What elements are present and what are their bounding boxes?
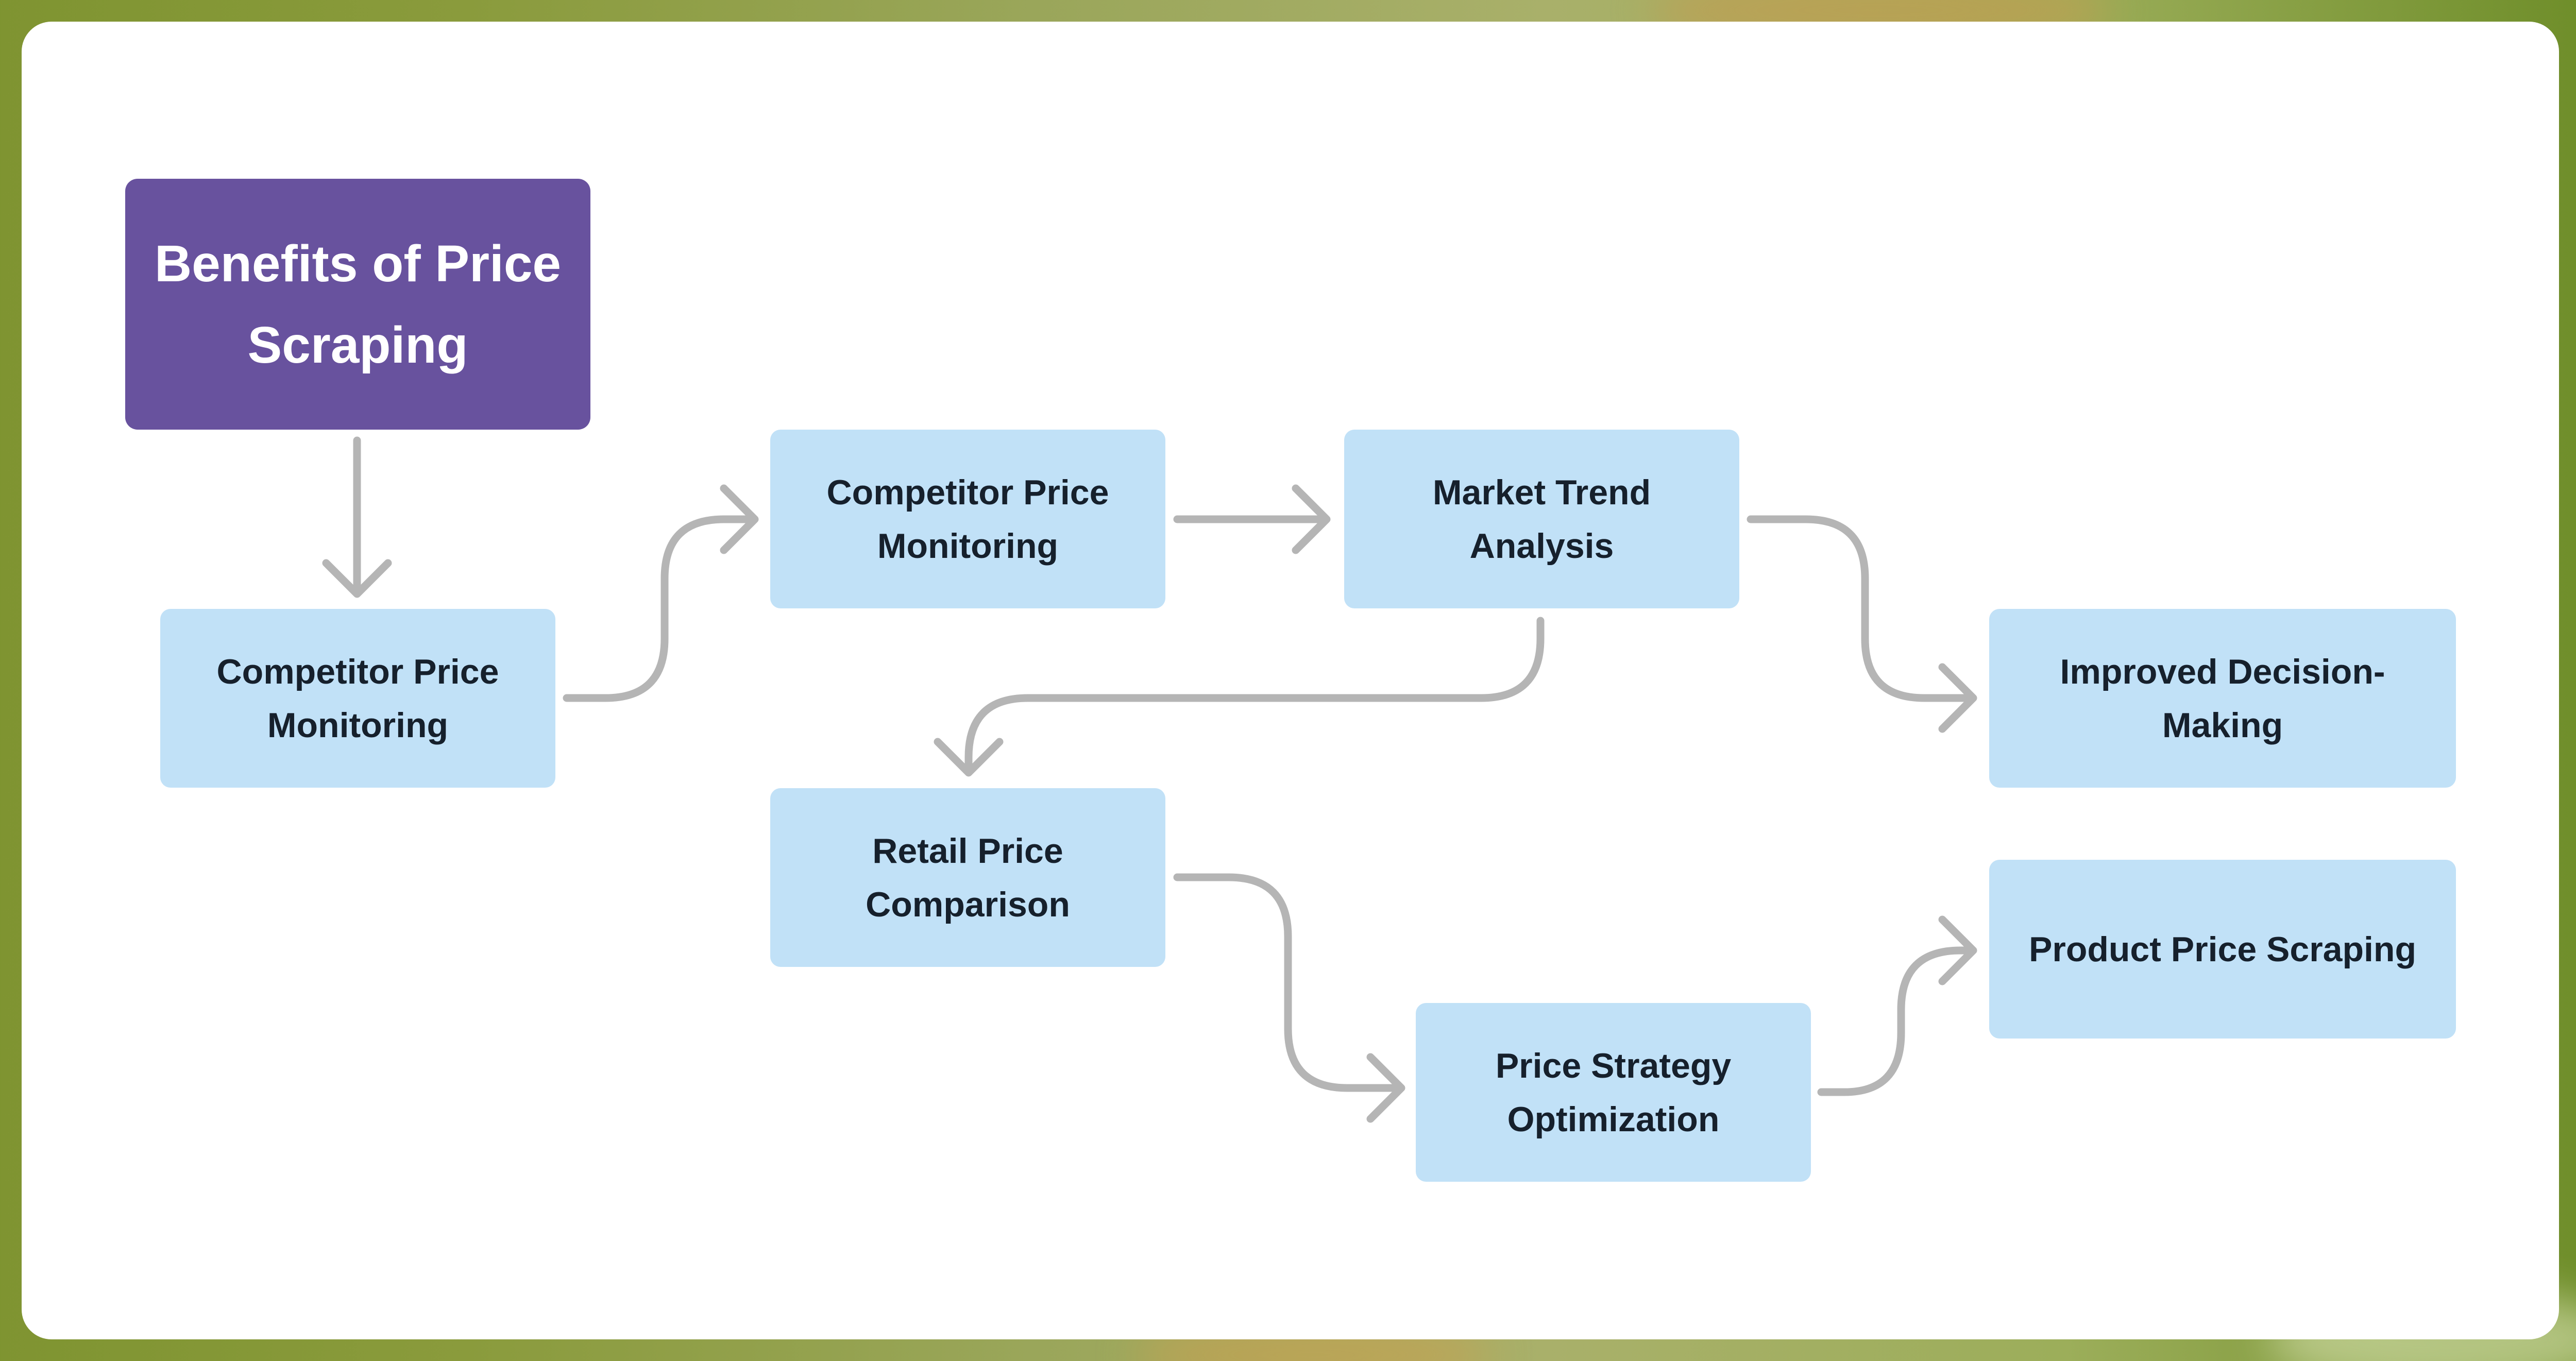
arrowhead-right bbox=[1292, 484, 1331, 554]
arrowhead-down bbox=[322, 559, 392, 598]
connector-retail-to-strategy bbox=[1173, 873, 1403, 1092]
connector-market-trend-to-retail bbox=[964, 617, 1545, 774]
node-product-price-scraping: Product Price Scraping bbox=[1989, 860, 2456, 1039]
node-label: Price Strategy Optimization bbox=[1495, 1046, 1732, 1139]
connector-strategy-to-product-scraping bbox=[1817, 946, 1975, 1096]
diagram-title: Benefits of Price Scraping bbox=[154, 234, 562, 374]
node-market-trend-analysis: Market Trend Analysis bbox=[1344, 430, 1739, 608]
title-box: Benefits of Price Scraping bbox=[125, 179, 590, 430]
node-competitor-price-monitoring-left: Competitor Price Monitoring bbox=[160, 609, 555, 788]
node-improved-decision-making: Improved Decision-Making bbox=[1989, 609, 2456, 788]
node-label: Improved Decision-Making bbox=[2060, 652, 2385, 745]
node-label: Competitor Price Monitoring bbox=[216, 652, 499, 745]
arrowhead-down bbox=[934, 738, 1004, 777]
arrowhead-right bbox=[1938, 915, 1977, 985]
arrowhead-right bbox=[720, 484, 759, 554]
arrowhead-right bbox=[1366, 1053, 1405, 1123]
node-retail-price-comparison: Retail Price Comparison bbox=[770, 788, 1165, 967]
node-label: Market Trend Analysis bbox=[1432, 472, 1651, 566]
node-label: Competitor Price Monitoring bbox=[826, 472, 1109, 566]
connector-monitoring-to-monitoring bbox=[563, 515, 756, 702]
node-price-strategy-optimization: Price Strategy Optimization bbox=[1416, 1003, 1811, 1182]
node-competitor-price-monitoring-top: Competitor Price Monitoring bbox=[770, 430, 1165, 608]
node-label: Retail Price Comparison bbox=[866, 831, 1070, 924]
node-label: Product Price Scraping bbox=[2029, 929, 2416, 969]
connector-market-trend-to-decision-making bbox=[1747, 515, 1975, 702]
arrowhead-right bbox=[1938, 663, 1977, 733]
